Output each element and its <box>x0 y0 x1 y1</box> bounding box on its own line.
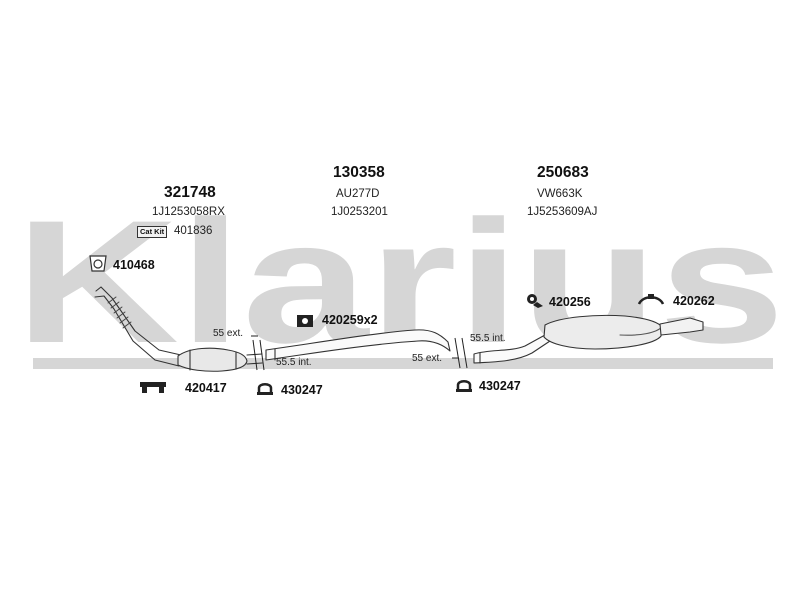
mounting-bracket-icon <box>297 315 313 327</box>
front-downpipe <box>95 286 182 356</box>
fitting-mounting-bracket-number: 420259x2 <box>322 313 378 327</box>
front-downpipe-inner <box>94 295 180 367</box>
dimension-front-int: 55.5 int. <box>276 357 312 368</box>
rear-silencer <box>543 314 663 350</box>
dimension-front-ext: 55 ext. <box>213 328 244 339</box>
fitting-rubber-hanger-number: 420256 <box>549 295 591 309</box>
watermark-text: Klarius <box>15 185 785 380</box>
hanger-strap-icon <box>637 294 665 305</box>
cat-kit-badge: Cat Kit <box>137 226 168 238</box>
watermark-underline <box>33 358 773 369</box>
dimension-rear-ext: 55 ext. <box>412 353 443 364</box>
rubber-hanger-icon <box>527 294 543 308</box>
section-1-oem-code: 1J1253058RX <box>152 206 225 218</box>
cut-mark-front-b <box>259 339 265 371</box>
section-3-part-number: 250683 <box>537 164 589 181</box>
section-2-brand-code: AU277D <box>336 188 380 200</box>
tail-pipe <box>659 317 704 336</box>
section-3-oem-code: 1J5253609AJ <box>527 206 598 218</box>
section-3-brand-code: VW663K <box>537 188 583 200</box>
fitting-bracket-number: 420417 <box>185 381 227 395</box>
cut-mark-rear-a <box>454 337 461 369</box>
fitting-clamp-rear-number: 430247 <box>479 379 521 393</box>
section-2-part-number: 130358 <box>333 164 385 181</box>
flex-pipe <box>107 296 132 329</box>
cat-outlet-pipe <box>246 353 263 365</box>
section-2-oem-code: 1J0253201 <box>331 206 388 218</box>
catalytic-converter <box>177 347 248 372</box>
fitting-hanger-strap-number: 420262 <box>673 294 715 308</box>
bracket-icon <box>140 382 166 393</box>
fitting-gasket-number: 410468 <box>113 258 155 272</box>
dimension-rear-int: 55.5 int. <box>470 333 506 344</box>
fitting-clamp-front-number: 430247 <box>281 383 323 397</box>
gasket-icon <box>89 255 107 272</box>
clamp-icon <box>257 383 273 395</box>
centre-pipe <box>265 329 451 361</box>
cat-kit-number: 401836 <box>174 225 213 237</box>
clamp-icon <box>456 380 472 392</box>
cut-mark-front-a <box>252 339 258 371</box>
cut-mark-rear-b <box>461 337 468 369</box>
section-1-part-number: 321748 <box>164 184 216 201</box>
